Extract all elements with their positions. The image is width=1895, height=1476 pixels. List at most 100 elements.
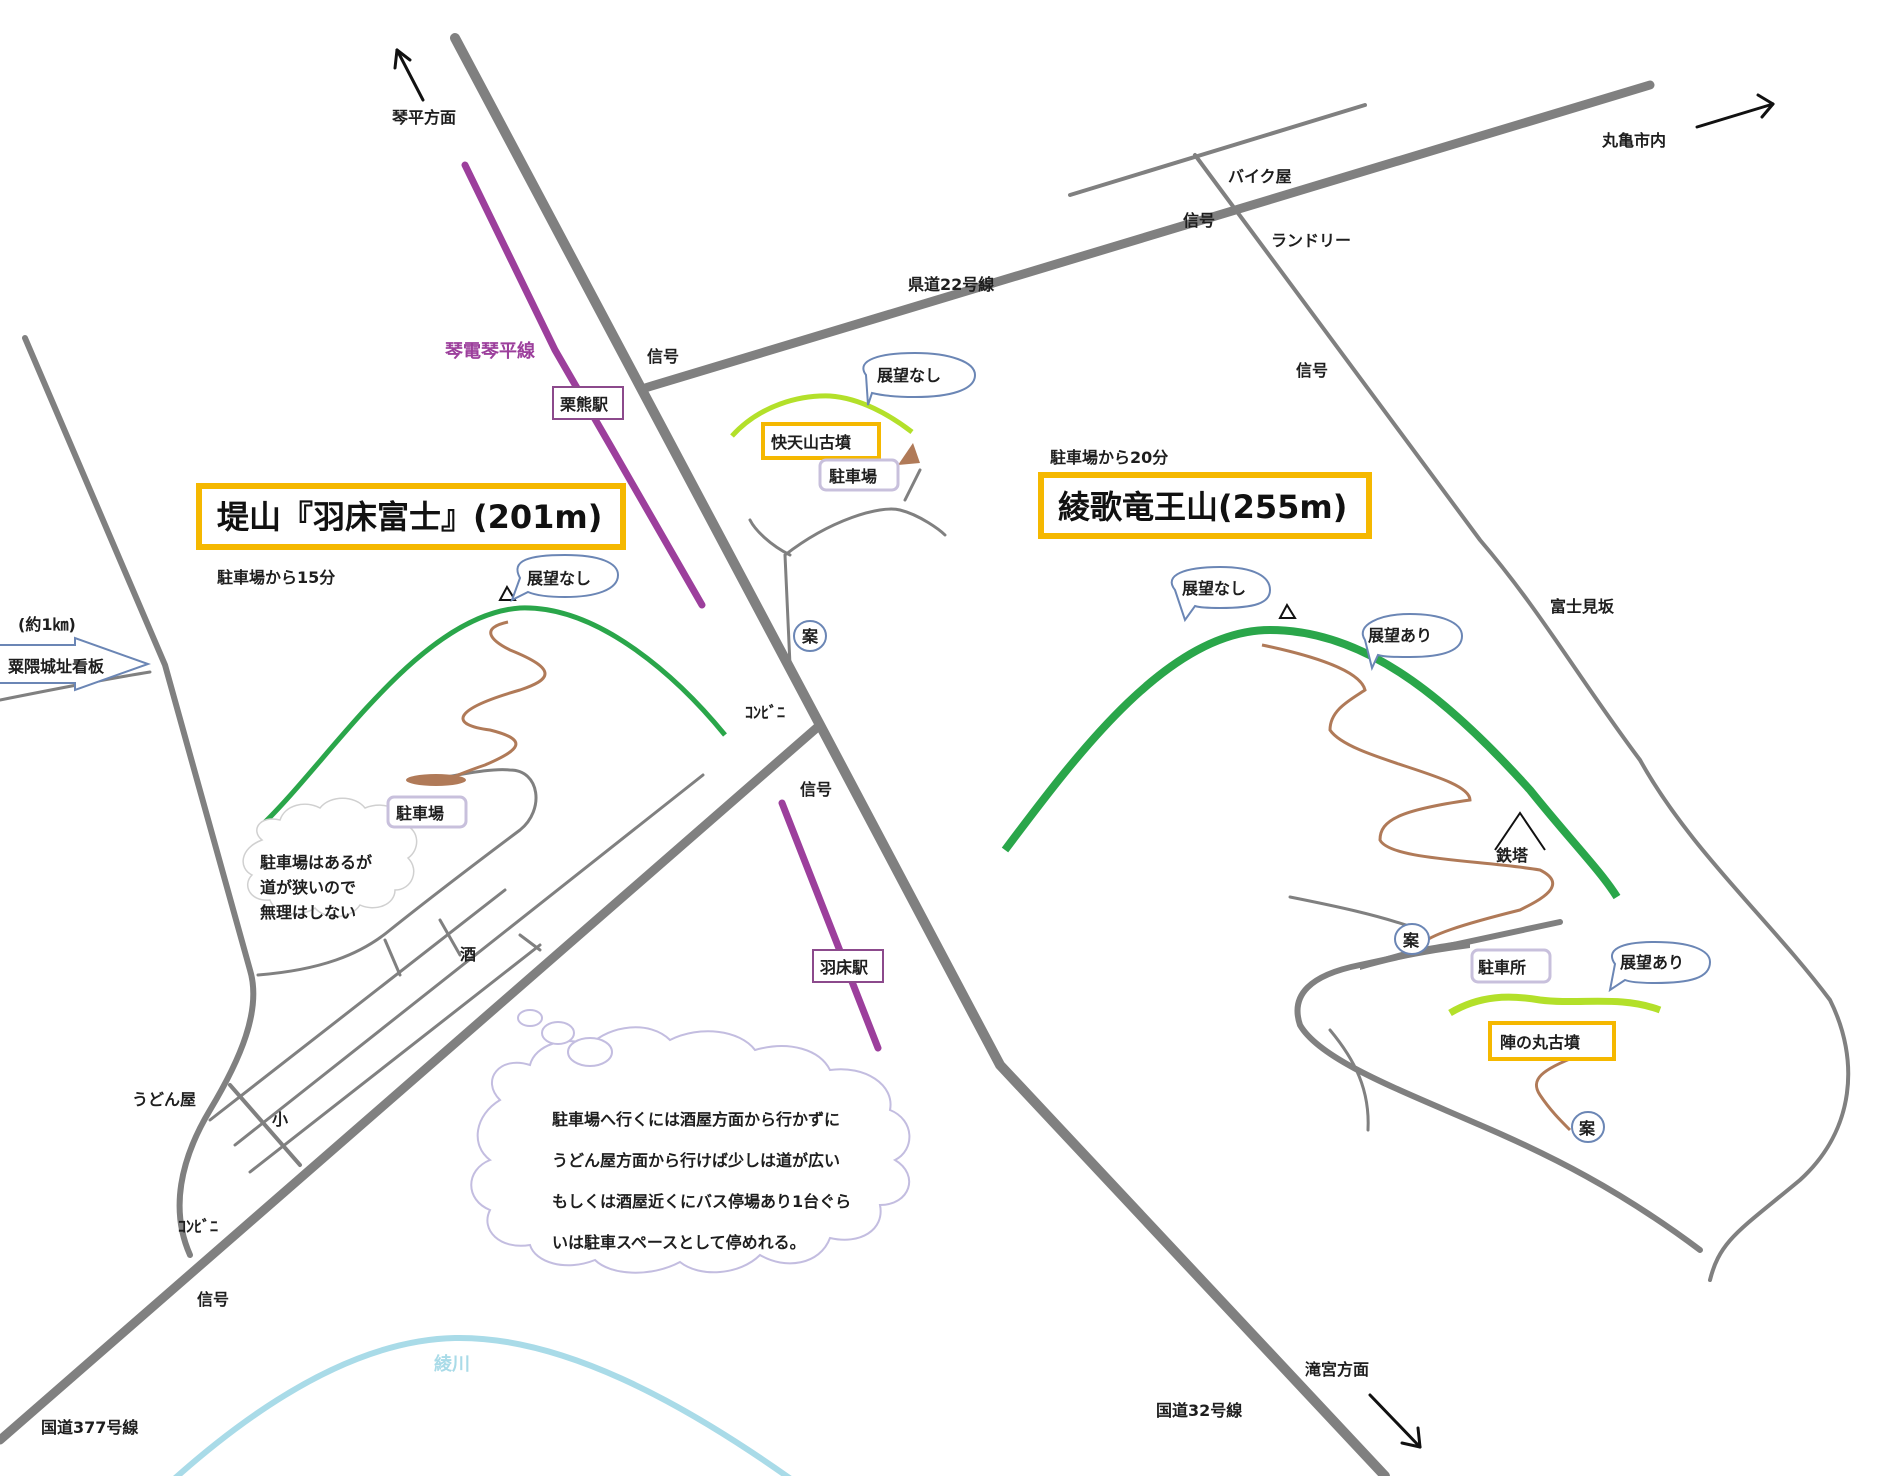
label-takinomiya: 滝宮方面 bbox=[1305, 1360, 1369, 1379]
label-signal-5: 信号 bbox=[197, 1290, 229, 1309]
label-school: 小 bbox=[272, 1110, 288, 1129]
mountain-tsutsumi bbox=[260, 605, 727, 827]
tower-icon bbox=[1494, 811, 1546, 851]
station-box-habu bbox=[812, 949, 884, 983]
label-marugame: 丸亀市内 bbox=[1601, 131, 1666, 150]
label-udon: うどん屋 bbox=[132, 1090, 196, 1109]
parking-mark-ryuou bbox=[1360, 940, 1470, 970]
bubble-jinnomaru-guide bbox=[1571, 1111, 1605, 1143]
label-signal-2: 信号 bbox=[1183, 211, 1215, 230]
name-box-jinnomaru bbox=[1488, 1021, 1616, 1061]
title-box-ryuou bbox=[1038, 472, 1372, 539]
label-castle-distance: (約1㎞) bbox=[18, 615, 76, 634]
label-bike-shop: バイク屋 bbox=[1228, 167, 1292, 186]
mountain-ryuou bbox=[1001, 625, 1621, 900]
label-ryuou-guide: 案 bbox=[1402, 931, 1420, 950]
label-signal-3: 信号 bbox=[1296, 361, 1328, 380]
road-ryuou-branch bbox=[1328, 1028, 1370, 1132]
parking-box-ryuou bbox=[1470, 948, 1552, 984]
cloud-note bbox=[470, 1026, 911, 1274]
label-river: 綾川 bbox=[434, 1353, 470, 1375]
cloud-note-puff-3 bbox=[567, 1037, 613, 1067]
road-connector-4 bbox=[228, 1083, 302, 1167]
label-konbini-2: ｺﾝﾋﾞﾆ bbox=[178, 1217, 218, 1236]
label-signal-4: 信号 bbox=[800, 780, 832, 799]
label-jinnomaru-guide: 案 bbox=[1578, 1119, 1596, 1138]
road-ryuou-main bbox=[1294, 919, 1703, 1253]
triangle-icon bbox=[498, 584, 517, 601]
kofun-jinnomaru bbox=[1448, 993, 1662, 1017]
arrow-icon bbox=[393, 48, 425, 102]
cloud-tsutsumi-line-1: 駐車場はあるが bbox=[260, 853, 372, 872]
label-jinnomaru-name: 陣の丸古墳 bbox=[1500, 1033, 1580, 1052]
bubble-ryuou-view-yes bbox=[1361, 612, 1464, 671]
triangle-icon bbox=[1278, 602, 1297, 619]
note-line-3: もしくは酒屋近くにバス停場あり1台ぐら bbox=[552, 1192, 851, 1211]
bubble-tsutsumi-view bbox=[510, 553, 620, 603]
cloud-tsutsumi-line-2: 道が狭いので bbox=[260, 878, 356, 897]
label-jinnomaru-view: 展望あり bbox=[1620, 953, 1684, 972]
label-tsutsumi-parking: 駐車場 bbox=[396, 804, 444, 823]
rail-line-south bbox=[778, 799, 882, 1052]
name-box-kaitenzan bbox=[761, 422, 881, 460]
arrows bbox=[393, 48, 1775, 1449]
cloud-note-puff-1 bbox=[517, 1009, 543, 1027]
parking-mark-tsutsumi bbox=[406, 774, 466, 786]
title-ryuou: 綾歌竜王山(255m) bbox=[1058, 488, 1347, 526]
parking-box-tsutsumi bbox=[386, 795, 468, 829]
label-ryuou-parking: 駐車所 bbox=[1478, 958, 1526, 977]
label-kotohira: 琴平方面 bbox=[391, 108, 456, 127]
bubbles bbox=[510, 351, 1712, 1143]
label-tsutsumi-time: 駐車場から15分 bbox=[217, 568, 335, 587]
bubble-ryuou-guide bbox=[1394, 923, 1430, 955]
road-kaitenzan bbox=[783, 507, 947, 667]
label-tsutsumi-view: 展望なし bbox=[527, 569, 591, 588]
label-ryuou-view-none: 展望なし bbox=[1182, 579, 1246, 598]
road-ryuou-access bbox=[1288, 895, 1422, 932]
label-castle-sign: 粟隈城址看板 bbox=[7, 657, 105, 676]
label-fujimizaka: 富士見坂 bbox=[1550, 597, 1615, 616]
parking-mark-kaitenzan bbox=[898, 443, 920, 465]
road-connector-2 bbox=[438, 918, 462, 957]
label-ryuou-time: 駐車場から20分 bbox=[1050, 448, 1168, 467]
label-station-kurikuma: 栗熊駅 bbox=[560, 395, 609, 414]
road-left bbox=[22, 335, 257, 1258]
road-route22 bbox=[640, 80, 1655, 393]
arrow-icon bbox=[1368, 1393, 1422, 1449]
road-fujimizaka bbox=[1193, 153, 1851, 1282]
trails bbox=[439, 620, 1581, 1132]
title-tsutsumi: 堤山『羽床富士』(201m) bbox=[217, 498, 602, 536]
note-line-2: うどん屋方面から行けば少しは道が広い bbox=[552, 1151, 840, 1170]
road-tsutsumi-parking bbox=[256, 768, 538, 977]
label-route32: 国道32号線 bbox=[1156, 1401, 1242, 1420]
label-route377: 国道377号線 bbox=[41, 1418, 138, 1437]
cloud-tsutsumi bbox=[242, 797, 418, 918]
label-station-habu: 羽床駅 bbox=[820, 958, 869, 977]
label-sake: 酒 bbox=[460, 945, 476, 964]
bubble-kaitenzan-view bbox=[862, 351, 977, 406]
bubble-jinnomaru-view bbox=[1608, 940, 1712, 993]
cloud-tsutsumi-line-3: 無理はしない bbox=[260, 903, 356, 922]
parking-box-kaitenzan bbox=[818, 458, 900, 492]
label-konbini-1: ｺﾝﾋﾞﾆ bbox=[745, 703, 785, 722]
roads bbox=[0, 33, 1851, 1476]
trail-jinnomaru bbox=[1534, 1053, 1581, 1132]
station-box-kurikuma bbox=[552, 386, 624, 420]
cloud-note-puff-2 bbox=[541, 1021, 575, 1045]
label-kaitenzan-name: 快天山古墳 bbox=[771, 433, 851, 452]
label-ryuou-view-yes: 展望あり bbox=[1368, 626, 1432, 645]
note-line-4: いは駐車スペースとして停めれる。 bbox=[552, 1233, 806, 1252]
road-route377 bbox=[0, 720, 825, 1445]
note-line-1: 駐車場へ行くには酒屋方面から行かずに bbox=[552, 1110, 840, 1129]
road-kaitenzan-3 bbox=[903, 468, 922, 502]
label-kaitenzan-guide: 案 bbox=[801, 627, 819, 646]
river-ayagawa bbox=[173, 1334, 792, 1476]
label-route22: 県道22号線 bbox=[908, 275, 994, 294]
label-ryuou-tower: 鉄塔 bbox=[1496, 846, 1529, 865]
castle-sign-arrow bbox=[0, 636, 151, 692]
label-rail-line: 琴電琴平線 bbox=[445, 340, 535, 362]
label-kaitenzan-parking: 駐車場 bbox=[829, 467, 877, 486]
road-connector-3 bbox=[518, 933, 542, 952]
